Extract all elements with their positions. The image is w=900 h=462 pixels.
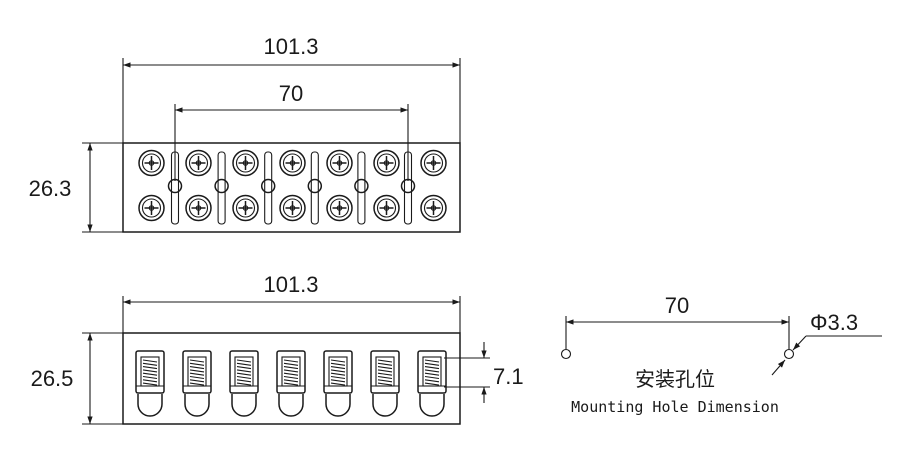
screw-icon <box>185 194 212 222</box>
terminal-clamp <box>229 350 259 417</box>
screw-icon <box>138 149 165 177</box>
front-terminals <box>135 350 447 417</box>
screw-icon <box>373 149 400 177</box>
mounting-hole <box>260 178 276 194</box>
clamp-depth-dimension: 7.1 <box>444 342 524 403</box>
front-width-label: 101.3 <box>263 272 318 297</box>
screw-icon <box>185 149 212 177</box>
mounting-caption-en: Mounting Hole Dimension <box>571 398 779 416</box>
separator-rib <box>403 151 413 225</box>
top-width-dimension: 101.3 <box>122 34 461 143</box>
mounting-hole <box>307 178 323 194</box>
clamp-depth-label: 7.1 <box>493 364 524 389</box>
mounting-detail: 70 Φ3.3 安装孔位 Mounting Hole Dimension <box>560 293 882 416</box>
mounting-hole <box>354 178 369 194</box>
top-hole-spacing-dimension: 70 <box>174 81 409 181</box>
terminal-clamp <box>323 350 353 417</box>
screw-icon <box>279 194 306 222</box>
mounting-hole-left <box>560 348 572 360</box>
screw-icon <box>279 149 306 177</box>
screw-icon <box>326 149 353 177</box>
front-view-body <box>122 332 461 425</box>
screw-icon <box>232 149 259 177</box>
top-mounting-holes <box>167 178 416 194</box>
mounting-hole <box>400 178 416 194</box>
separator-rib <box>170 151 180 225</box>
separator-rib <box>264 151 273 225</box>
terminal-clamp <box>135 350 165 417</box>
top-hole-spacing-label: 70 <box>279 81 303 106</box>
mounting-spacing-label: 70 <box>665 293 689 318</box>
top-height-label: 26.3 <box>29 176 72 201</box>
mounting-hole <box>167 178 183 194</box>
front-width-dimension: 101.3 <box>122 272 461 333</box>
top-height-dimension: 26.3 <box>29 142 123 233</box>
top-width-label: 101.3 <box>263 34 318 59</box>
top-separators <box>170 151 413 225</box>
front-view: 101.3 26.5 7.1 <box>31 272 524 425</box>
hole-diameter-label: Φ3.3 <box>810 310 858 335</box>
terminal-clamp <box>182 350 212 417</box>
mounting-hole <box>214 178 229 194</box>
front-height-label: 26.5 <box>31 366 74 391</box>
screw-icon <box>420 149 447 177</box>
screw-icon <box>232 194 259 222</box>
screw-icon <box>326 194 353 222</box>
terminal-clamp <box>370 350 400 417</box>
top-view-body <box>122 142 461 233</box>
mounting-caption-cn: 安装孔位 <box>635 367 715 391</box>
screw-icon <box>138 194 165 222</box>
diameter-leader <box>771 335 882 376</box>
screw-icon <box>420 194 447 222</box>
top-view: 101.3 70 26.3 <box>29 34 461 233</box>
mounting-hole-right <box>783 348 795 360</box>
separator-rib <box>357 151 366 225</box>
screw-icon <box>373 194 400 222</box>
terminal-clamp <box>276 350 306 417</box>
separator-rib <box>310 151 319 225</box>
terminal-clamp <box>417 350 447 417</box>
separator-rib <box>217 151 226 225</box>
front-height-dimension: 26.5 <box>31 332 123 425</box>
top-screws <box>138 149 447 222</box>
